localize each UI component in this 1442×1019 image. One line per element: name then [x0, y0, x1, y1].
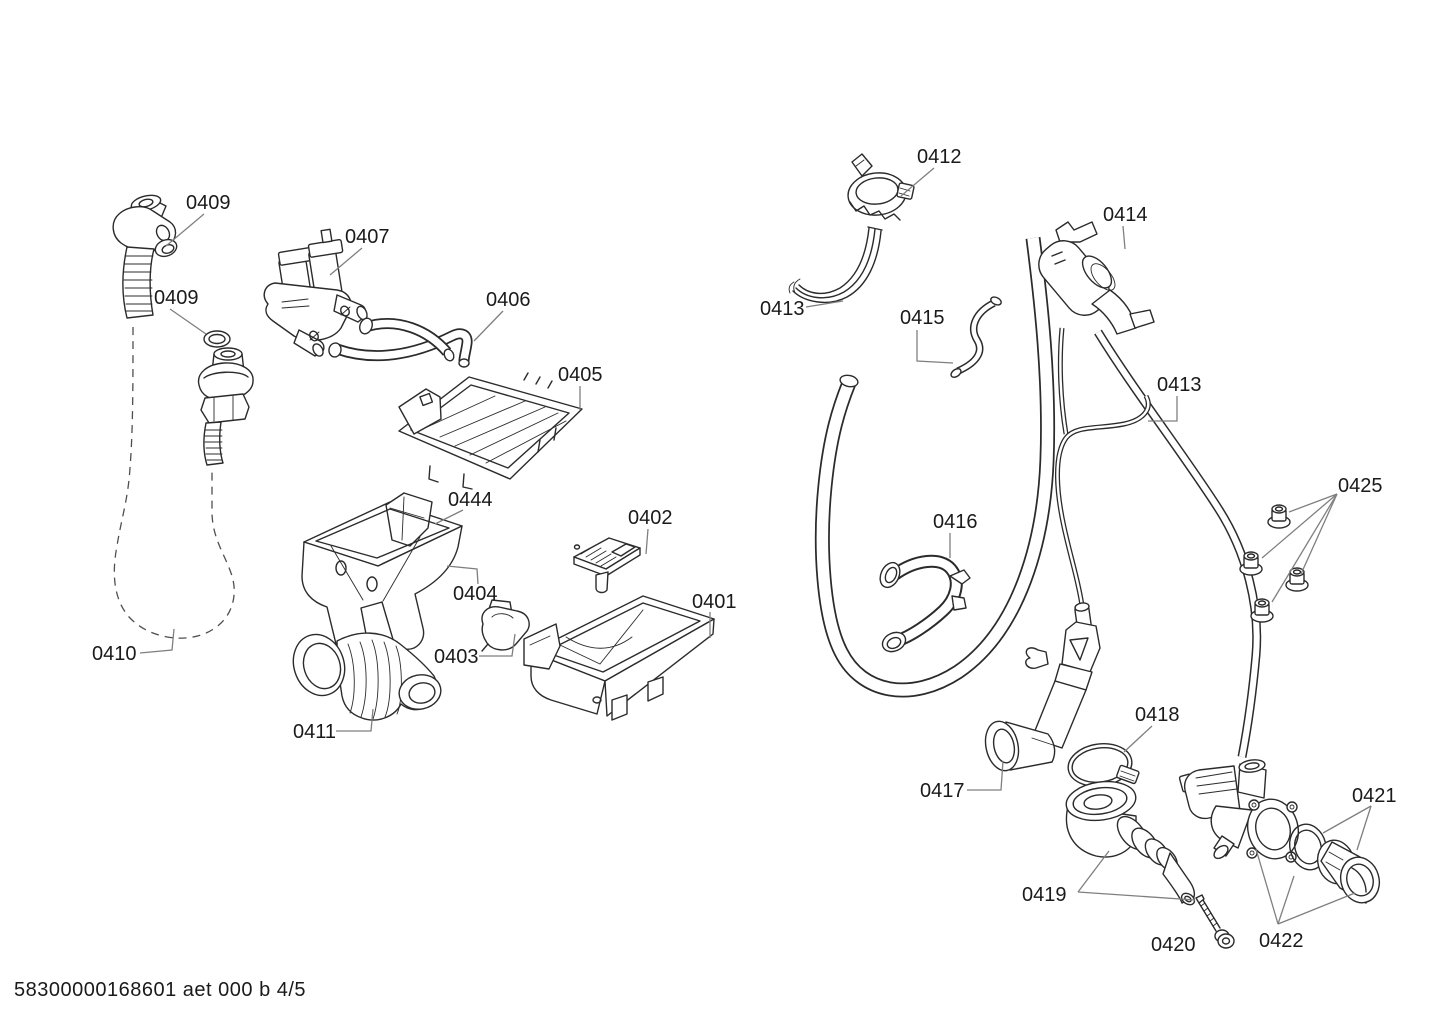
pump-channel-hose-drawing: [1094, 329, 1262, 758]
part-label-0414: 0414: [1103, 204, 1148, 226]
insert-grate-drawing: [573, 537, 641, 594]
leader-line-0414: [1122, 225, 1126, 250]
leader-line-0402: [645, 528, 649, 555]
leader-line-0417: [967, 760, 1004, 791]
air-trap-drawing: [1038, 221, 1155, 335]
part-label-0419: 0419: [1022, 884, 1067, 906]
part-label-0416: 0416: [933, 511, 978, 533]
fill-valve-drawing: [263, 228, 368, 357]
seal-ring-b-drawing: [203, 330, 231, 348]
vent-hose-drawing: [950, 296, 1002, 378]
detergent-drawer-drawing: [523, 595, 715, 721]
leader-line-0410: [139, 628, 175, 654]
part-label-0405: 0405: [558, 364, 603, 386]
part-label-0411: 0411: [293, 721, 336, 743]
leader-lines-layer: [139, 167, 1372, 925]
leader-line-0413-a: [805, 300, 844, 308]
leader-line-0444: [434, 509, 464, 525]
tub-vent-hose-drawing: [879, 554, 971, 653]
parts-layer: [112, 153, 1381, 949]
part-label-0417: 0417: [920, 780, 965, 802]
leader-line-0409-b: [169, 308, 207, 335]
leader-line-0421: [1356, 805, 1372, 851]
pressure-chamber-drawing: [1065, 780, 1196, 906]
leader-line-0425: [1288, 493, 1338, 513]
part-label-0403: 0403: [434, 646, 479, 668]
leader-line-0413-b: [1148, 396, 1178, 422]
mounting-nuts-drawing: [1239, 504, 1309, 623]
part-label-0413-a: 0413: [760, 298, 805, 320]
part-label-0401: 0401: [692, 591, 737, 613]
dispenser-housing-drawing: [301, 492, 463, 657]
diagram-plate-number: 58300000168601 aet 000 b 4/5: [14, 979, 307, 1001]
part-label-0412: 0412: [917, 146, 962, 168]
part-label-0409-a: 0409: [186, 192, 231, 214]
leader-line-0422: [1277, 875, 1295, 925]
leader-line-0407: [329, 247, 363, 276]
part-label-0420: 0420: [1151, 934, 1196, 956]
leader-line-0415: [916, 330, 954, 364]
leader-line-0418: [1123, 725, 1153, 753]
drain-hose-drawing: [814, 237, 1056, 698]
part-label-0413-b: 0413: [1157, 374, 1202, 396]
part-label-0409-b: 0409: [154, 287, 199, 309]
pressure-hose-b-drawing: [1055, 327, 1151, 607]
part-label-0422: 0422: [1259, 930, 1304, 952]
pump-filter-drawing: [1316, 839, 1381, 904]
part-label-0407: 0407: [345, 226, 390, 248]
part-label-0425: 0425: [1338, 475, 1383, 497]
drain-hose-end-drawing: [984, 602, 1101, 772]
part-label-0415: 0415: [900, 307, 945, 329]
leader-line-0406: [473, 310, 504, 342]
dispenser-cover-drawing: [398, 372, 583, 490]
leader-line-0409-a: [165, 213, 205, 247]
part-label-0410: 0410: [92, 643, 137, 665]
siphon-drawing: [481, 599, 530, 652]
leader-line-0404: [446, 565, 479, 585]
aquastop-valve-drawing: [197, 347, 254, 466]
leader-line-0422: [1277, 892, 1356, 925]
drain-pump-drawing: [1178, 759, 1300, 863]
leader-line-0412: [900, 167, 935, 197]
leader-line-0422: [1255, 848, 1279, 925]
leader-line-0403: [479, 633, 516, 657]
part-label-0402: 0402: [628, 507, 673, 529]
pressure-hose-a-drawing: [788, 226, 883, 304]
seal-ring-a-drawing: [154, 238, 178, 258]
part-label-0404: 0404: [453, 583, 498, 605]
screw-drawing: [1195, 894, 1235, 949]
bellows-hose-drawing: [292, 632, 442, 721]
part-label-0444: 0444: [448, 489, 493, 511]
dispenser-hoses-drawing: [328, 317, 473, 368]
leader-line-0421: [1322, 805, 1372, 834]
leader-line-0419: [1077, 850, 1110, 893]
leader-line-0425: [1271, 493, 1338, 603]
part-label-0406: 0406: [486, 289, 531, 311]
leader-line-0425: [1261, 493, 1338, 559]
part-labels-layer: 0409 0409 0407 0406 0405 0444 0402 0404 0401 0403…: [92, 146, 1397, 956]
hose-clamp-crown-drawing: [847, 153, 915, 221]
leader-line-0419: [1077, 891, 1196, 901]
part-label-0418: 0418: [1135, 704, 1180, 726]
part-label-0421: 0421: [1352, 785, 1397, 807]
leader-line-0411: [336, 708, 374, 732]
inlet-hose-elbow-drawing: [112, 194, 177, 319]
leader-line-0425: [1300, 493, 1338, 575]
